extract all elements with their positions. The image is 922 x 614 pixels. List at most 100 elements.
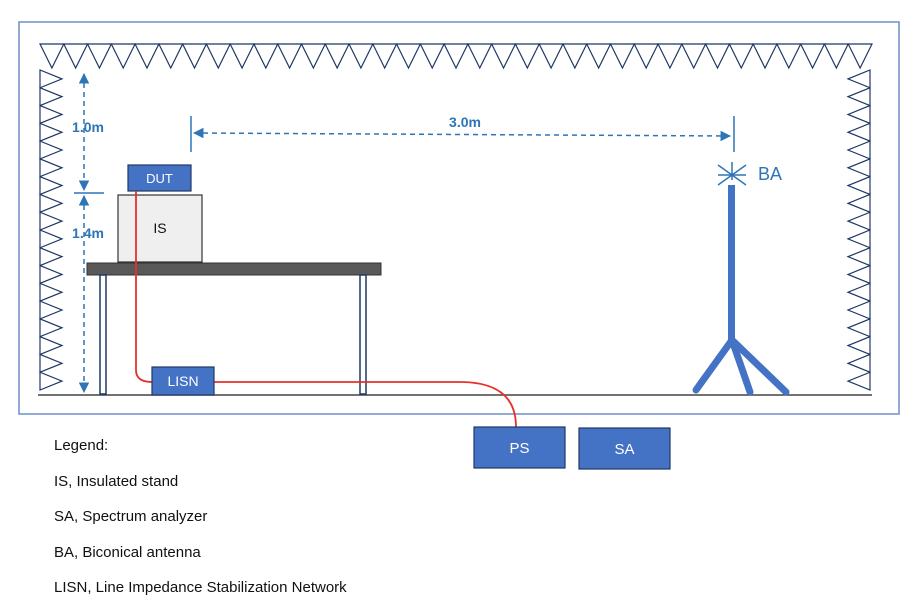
absorber-cone-top: [823, 43, 850, 70]
lower-height-label: 1.4m: [72, 225, 104, 241]
absorber-cone-left: [39, 353, 64, 374]
absorber-cone-top: [799, 43, 826, 70]
absorber-cone-right: [846, 193, 871, 214]
absorber-cone-top: [181, 43, 208, 70]
absorber-cone-right: [846, 317, 871, 338]
absorber-cone-right: [846, 122, 871, 143]
absorber-cone-top: [39, 43, 65, 70]
absorber-cone-right: [846, 69, 871, 89]
absorber-cone-top: [680, 43, 707, 70]
upper-height-label: 1.0m: [72, 119, 104, 135]
absorber-cone-left: [39, 193, 64, 214]
absorber-cone-right: [846, 175, 871, 196]
absorber-cone-left: [39, 246, 64, 267]
absorber-cone-right: [846, 353, 871, 374]
absorber-cone-top: [62, 43, 89, 70]
is-label: IS: [153, 220, 166, 236]
antenna-label: BA: [758, 164, 782, 184]
absorber-cone-top: [585, 43, 612, 70]
sa-box: [578, 427, 671, 470]
absorber-cone-right: [846, 300, 871, 320]
absorber-cone-left: [39, 140, 64, 160]
absorber-cone-right: [846, 335, 871, 356]
chamber-wall: [18, 21, 900, 415]
absorber-cone-top: [157, 43, 184, 70]
legend-item-lisn: LISN, Line Impedance Stabilization Netwo…: [54, 579, 347, 596]
absorber-cone-top: [538, 43, 564, 70]
dut-label: DUT: [146, 171, 173, 186]
absorber-cone-right: [846, 371, 871, 391]
absorber-cone-top: [371, 43, 398, 70]
absorber-cone-top: [110, 43, 137, 70]
absorber-cone-left: [39, 86, 64, 107]
absorber-cone-right: [846, 229, 871, 249]
absorber-cone-top: [205, 43, 232, 70]
absorber-cone-top: [514, 43, 541, 70]
absorber-cone-left: [39, 104, 64, 125]
absorber-cone-left: [39, 211, 64, 231]
absorber-cone-top: [348, 43, 374, 70]
absorber-cone-top: [252, 43, 279, 70]
absorber-cone-right: [846, 246, 871, 267]
insulated-stand: [117, 194, 203, 263]
absorber-cone-top: [609, 43, 636, 70]
sa-label: SA: [614, 441, 634, 458]
ps-label: PS: [509, 440, 529, 457]
dist-arrow: [192, 127, 732, 142]
absorber-cone-left: [39, 317, 64, 338]
absorber-cone-left: [39, 371, 64, 391]
table-top: [86, 262, 382, 276]
absorber-cone-top: [490, 43, 517, 70]
ps-box: [473, 426, 566, 469]
legend-title: Legend:: [54, 437, 109, 454]
absorber-cone-right: [846, 282, 871, 303]
absorber-cone-top: [324, 43, 350, 70]
absorber-cone-left: [39, 122, 64, 143]
absorber-cone-top: [752, 43, 778, 70]
absorber-cone-right: [846, 211, 871, 231]
absorber-cone-top: [657, 43, 683, 70]
absorber-cone-right: [846, 157, 871, 178]
absorber-cone-top: [395, 43, 422, 70]
dut-box: [127, 164, 192, 192]
absorber-cone-left: [39, 335, 64, 356]
absorber-cone-left: [39, 300, 64, 320]
absorber-cone-left: [39, 157, 64, 178]
absorber-cone-left: [39, 282, 64, 303]
absorber-cone-top: [633, 43, 660, 70]
legend-item-ba: BA, Biconical antenna: [54, 543, 201, 561]
absorber-cone-top: [229, 43, 255, 70]
absorber-cone-right: [846, 264, 871, 285]
absorber-cone-right: [846, 140, 871, 160]
legend: Legend: IS, Insulated stand SA, Spectrum…: [54, 436, 347, 614]
absorber-cone-top: [775, 43, 802, 70]
absorber-cone-left: [39, 69, 64, 89]
table-leg-right: [359, 274, 367, 395]
absorber-cone-top: [419, 43, 446, 70]
table-leg-left: [99, 274, 107, 395]
absorber-cone-right: [846, 86, 871, 107]
absorber-cone-top: [134, 43, 160, 70]
absorber-cone-top: [562, 43, 588, 70]
absorber-cone-top: [728, 43, 755, 70]
absorber-cone-top: [704, 43, 731, 70]
legend-item-sa: SA, Spectrum analyzer: [54, 508, 208, 525]
absorber-cone-top: [466, 43, 493, 70]
absorber-cone-left: [39, 175, 64, 196]
lisn-label: LISN: [167, 373, 198, 389]
power-cable: [135, 191, 517, 428]
absorber-cone-top: [300, 43, 327, 70]
absorber-cone-top: [443, 43, 469, 70]
lisn-box: [151, 366, 215, 396]
dist-label: 3.0m: [449, 114, 481, 130]
legend-item-is: IS, Insulated stand: [54, 472, 179, 490]
absorber-cone-left: [39, 229, 64, 249]
absorber-cone-top: [276, 43, 303, 70]
absorber-cone-right: [846, 104, 871, 125]
absorber-lining: [39, 43, 873, 391]
absorber-cone-left: [39, 264, 64, 285]
absorber-cone-top: [847, 43, 873, 70]
biconical-antenna: [692, 162, 790, 396]
absorber-cone-top: [86, 43, 113, 70]
